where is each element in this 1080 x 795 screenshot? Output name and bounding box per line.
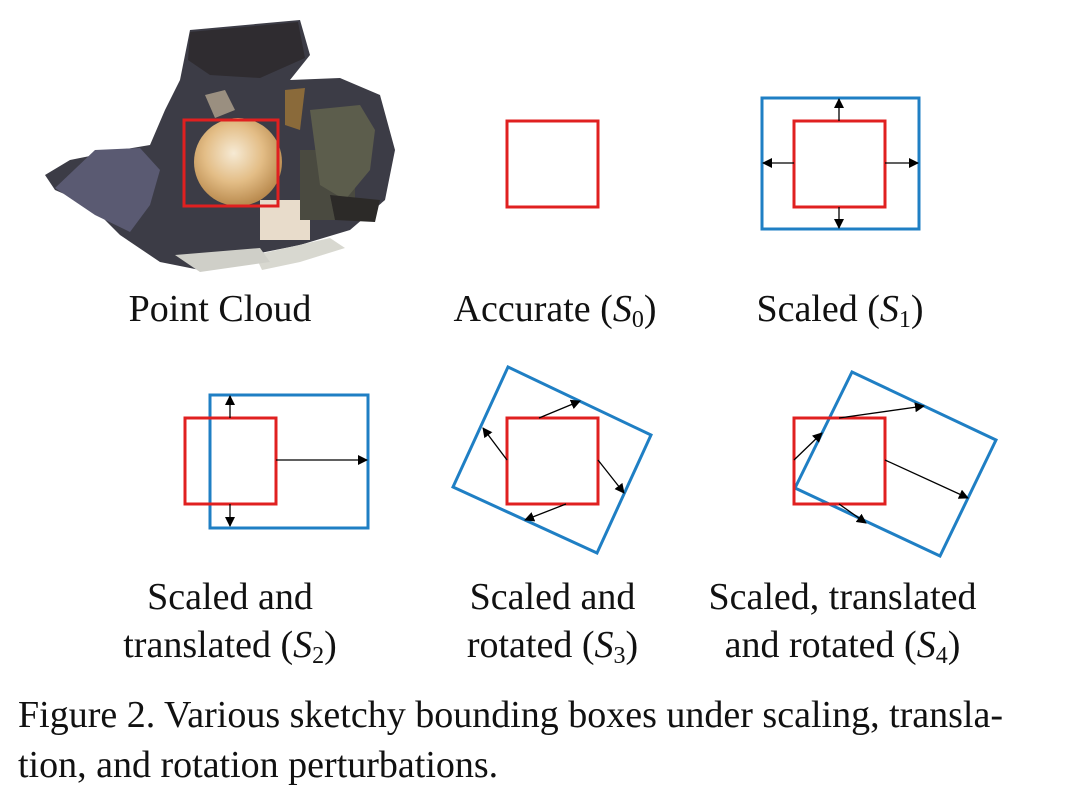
figure-caption: Figure 2. Various sketchy bounding boxes…: [18, 694, 1004, 786]
arrow-2: [838, 402, 925, 419]
accurate-box: [183, 416, 278, 506]
arrow-3: [524, 503, 567, 522]
label-scaled: Scaled (S1): [756, 288, 924, 333]
arrow-4: [482, 427, 508, 461]
box-scaled: [760, 96, 921, 231]
perturbed-box: [208, 393, 370, 530]
point-cloud-image: [45, 20, 395, 272]
arrow-1: [538, 399, 581, 419]
box-scaled-translated-rotated: [792, 370, 999, 558]
arrow-3: [884, 459, 969, 499]
perturbed-box: [792, 370, 999, 558]
arrow-4: [838, 503, 867, 524]
arrow-2: [597, 459, 625, 494]
arrow-1: [793, 432, 823, 461]
box-scaled-translated: [183, 393, 370, 530]
label-point-cloud: Point Cloud: [128, 288, 312, 330]
figure: [45, 20, 999, 558]
label-scaled-rotated: Scaled and rotated (S3): [466, 576, 639, 669]
label-accurate: Accurate (S0): [453, 288, 657, 333]
accurate-box: [505, 119, 600, 209]
box-scaled-rotated: [451, 364, 653, 555]
perturbed-box: [451, 364, 653, 555]
label-scaled-translated: Scaled and translated (S2): [123, 576, 337, 669]
box-accurate: [505, 119, 600, 209]
accurate-box: [505, 416, 600, 506]
label-scaled-translated-rotated: Scaled, translated and rotated (S4): [708, 576, 977, 669]
accurate-box: [792, 119, 887, 209]
